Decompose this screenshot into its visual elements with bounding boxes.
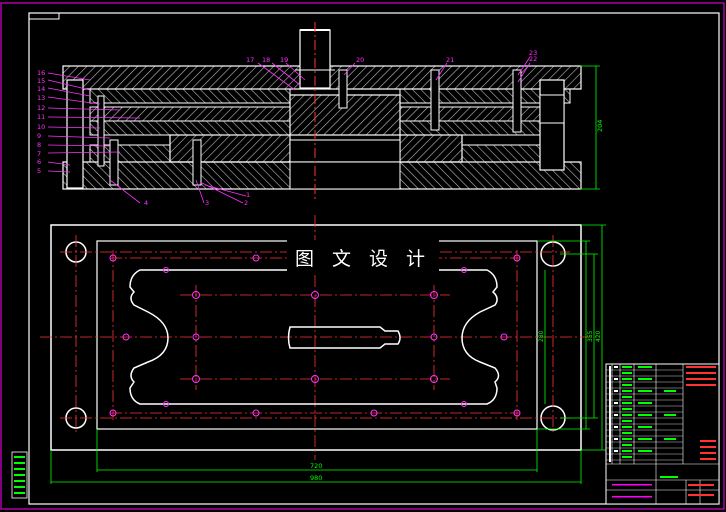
- width-dimension-inner: 720: [310, 462, 322, 470]
- part-label-20: 20: [356, 56, 364, 64]
- part-label-1: 1: [246, 191, 250, 199]
- title-block: [605, 363, 720, 505]
- part-label-10: 10: [37, 123, 45, 131]
- part-label-13: 13: [37, 94, 45, 102]
- blank-contour: [129, 269, 500, 405]
- part-label-4: 4: [144, 199, 148, 207]
- guide-post-left: [66, 79, 84, 189]
- width-dimension-outer: 980: [310, 474, 322, 482]
- section-view: 16 15 14 13 12 11 10 9 8 7 6 5 17 18 19 …: [37, 22, 604, 207]
- part-label-16: 16: [37, 69, 45, 77]
- part-label-23: 23: [529, 49, 537, 57]
- part-label-18: 18: [262, 56, 270, 64]
- watermark-label: 图 文 设 计: [287, 240, 439, 274]
- sheet-inner-border: [28, 12, 720, 505]
- guide-post-right: [539, 79, 565, 171]
- part-label-6: 6: [37, 158, 41, 166]
- part-label-7: 7: [37, 150, 41, 158]
- part-label-17: 17: [246, 56, 254, 64]
- part-label-14: 14: [37, 85, 45, 93]
- center-slot: [287, 326, 401, 349]
- part-label-15: 15: [37, 77, 45, 85]
- part-label-12: 12: [37, 104, 45, 112]
- height-dimension-c: 420: [595, 330, 602, 342]
- part-label-8: 8: [37, 141, 41, 149]
- part-label-5: 5: [37, 167, 41, 175]
- part-label-19: 19: [280, 56, 288, 64]
- part-label-21: 21: [446, 56, 454, 64]
- part-label-3: 3: [205, 199, 209, 207]
- height-dimension-b: 355: [587, 330, 594, 342]
- plan-outer-plate: [50, 224, 582, 451]
- frame-corner-mark: [28, 12, 60, 20]
- part-label-11: 11: [37, 113, 45, 121]
- revision-block: [11, 451, 28, 499]
- part-label-22: 22: [529, 55, 537, 63]
- part-label-9: 9: [37, 132, 41, 140]
- lower-die: [169, 134, 291, 163]
- punch-holder: [89, 88, 291, 104]
- plan-view: 720 980 280 355 420: [40, 215, 606, 484]
- height-dimension-section: 204: [596, 120, 604, 132]
- part-label-2: 2: [244, 199, 248, 207]
- height-dimension-a: 280: [538, 330, 545, 342]
